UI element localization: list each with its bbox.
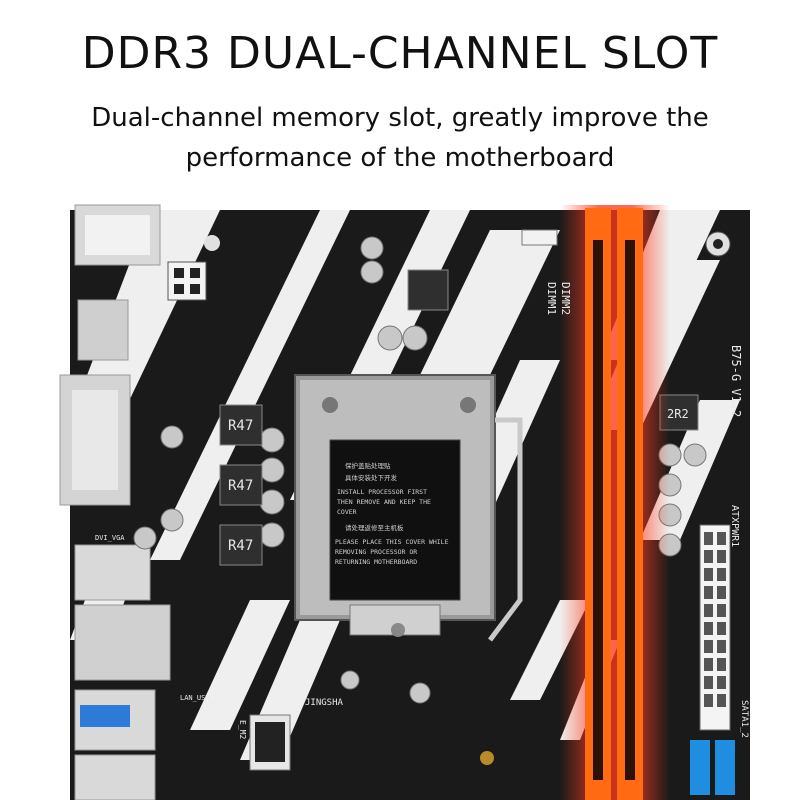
- cover-text-en1: INSTALL PROCESSOR FIRST: [337, 488, 427, 496]
- choke-label-2r2: 2R2: [667, 407, 689, 421]
- chokes: [219, 269, 699, 566]
- sata-port-1: [690, 740, 710, 795]
- choke-label-2: R47: [228, 478, 253, 494]
- label-dvi-vga: DVI_VGA: [95, 534, 125, 542]
- label-dimm2: DIMM2: [559, 282, 572, 315]
- standoff: [480, 751, 494, 765]
- description-line-2: performance of the motherboard: [185, 143, 615, 173]
- label-e-m2: E_M2: [238, 720, 247, 739]
- dimm-slot-2: [617, 208, 643, 800]
- cover-text-cn2: 具体安装处下开发: [345, 473, 398, 482]
- socket-cover: [329, 439, 461, 601]
- io-panel: [59, 204, 171, 800]
- cover-text-en4: PLEASE PLACE THIS COVER WHILE: [335, 538, 449, 546]
- usb-stack-3: [74, 754, 156, 800]
- sata-port-2: [715, 740, 735, 795]
- lan-port: [74, 604, 171, 681]
- cover-text-cn3: 请处理返修至主机板: [345, 523, 404, 532]
- fan-header-mark: [204, 235, 220, 251]
- fan-header: [521, 229, 558, 246]
- cover-remove: REMOVE: [378, 607, 407, 616]
- capacitors: [133, 236, 707, 704]
- cpu-socket: [294, 374, 523, 642]
- choke-label-3: R47: [228, 538, 253, 554]
- cover-text-en2: THEN REMOVE AND KEEP THE: [337, 498, 431, 506]
- cpu-power-connector: [167, 261, 207, 301]
- label-model: B75-G V1.2: [729, 345, 743, 417]
- cover-text-en5: REMOVING PROCESSOR OR: [335, 548, 417, 556]
- label-lan-usb: LAN_USB: [180, 694, 210, 702]
- label-dimm1: DIMM1: [545, 282, 558, 315]
- description: Dual-channel memory slot, greatly improv…: [0, 98, 800, 178]
- hdmi-port: [77, 299, 129, 361]
- cover-text-en3: COVER: [337, 508, 357, 516]
- dimm-slot-1: [585, 208, 611, 800]
- description-line-1: Dual-channel memory slot, greatly improv…: [91, 103, 709, 133]
- label-sata: SATA1_2: [739, 700, 749, 738]
- cover-text-cn1: 保护盖贴处理贴: [345, 461, 391, 470]
- choke-label-1: R47: [228, 418, 253, 434]
- motherboard-photo: R47 R47 R47 2R2 保护盖贴处理贴 具体安装处下开发 INSTALL…: [59, 204, 750, 800]
- dimm-glow: [560, 205, 670, 800]
- usb-stack-1: [74, 544, 151, 601]
- label-brand: JINGSHA: [305, 698, 344, 708]
- cover-text-en6: RETURNING MOTHERBOARD: [335, 558, 417, 566]
- headline: DDR3 DUAL-CHANNEL SLOT: [81, 28, 719, 79]
- label-atxpwr: ATXPWR1: [729, 505, 740, 547]
